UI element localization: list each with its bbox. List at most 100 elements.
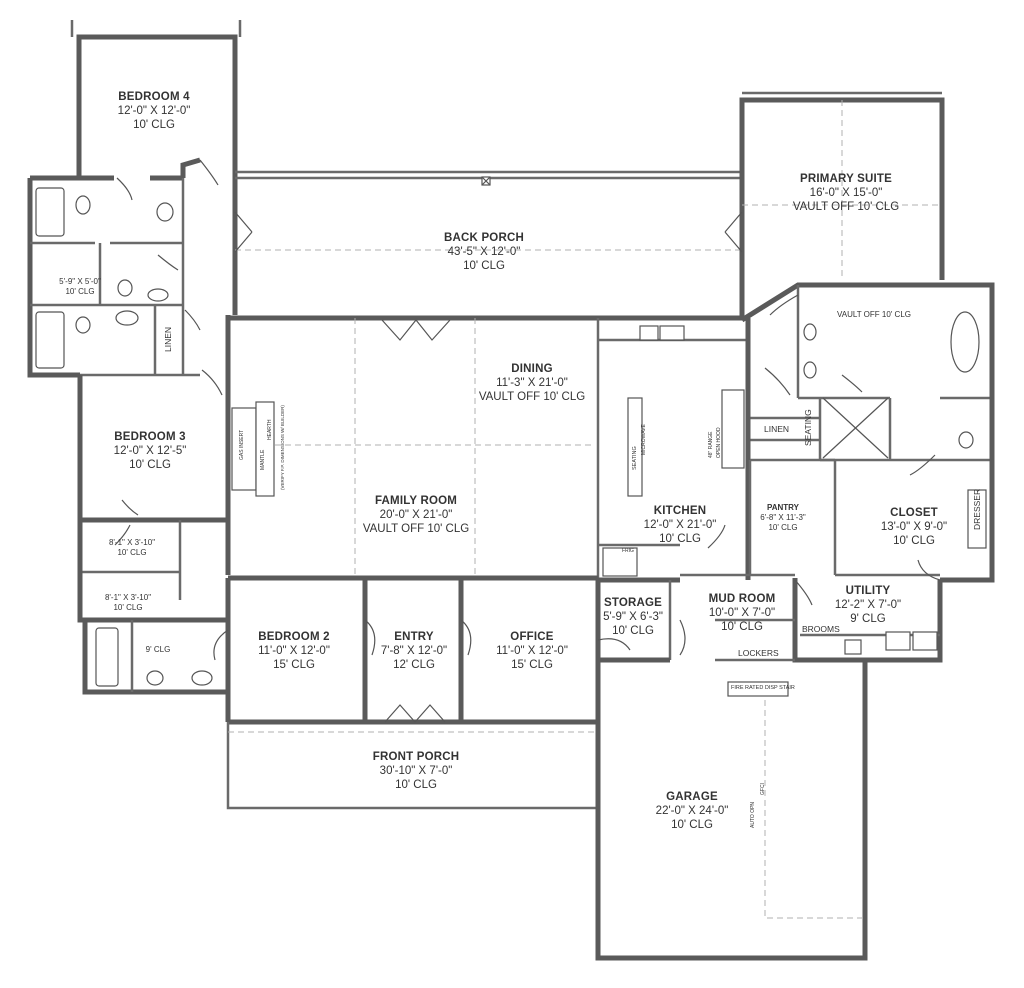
room-name: BEDROOM 2 (258, 631, 330, 643)
room-ceiling: 9' CLG (850, 613, 886, 625)
tag-dresser: DRESSER (972, 488, 982, 530)
room-ceiling: 10' CLG (463, 260, 505, 272)
room-ceiling: 10' CLG (395, 779, 437, 791)
room-ceiling: VAULT OFF 10' CLG (792, 201, 900, 213)
room-label-bedroom-4: BEDROOM 4 12'-0" X 12'-0" 10' CLG (118, 90, 191, 132)
room-name: GARAGE (666, 791, 718, 803)
room-dimensions: 12'-0" X 21'-0" (643, 519, 717, 531)
room-ceiling: 10' CLG (129, 459, 171, 471)
room-dimensions: 20'-0" X 21'-0" (379, 509, 453, 521)
main-living-walls (235, 318, 835, 580)
bath-ceiling: 10' CLG (113, 603, 143, 612)
front-wing-walls (225, 575, 601, 725)
tag-hearth-note: (VERIFY F.P. DIMENSIONS W/ BUILDER) (280, 405, 285, 490)
room-name: BEDROOM 4 (118, 91, 190, 103)
room-name: OFFICE (510, 631, 554, 643)
room-ceiling: 10' CLG (612, 625, 654, 637)
room-ceiling: 10' CLG (133, 119, 175, 131)
room-label-storage: STORAGE 5'-9" X 6'-3" 10' CLG (603, 596, 663, 638)
tag-microwave: MICROWAVE (641, 424, 647, 455)
tag-hood: OPEN HOOD (716, 427, 722, 458)
tag-brooms: BROOMS (802, 624, 840, 634)
label-vault-bath: VAULT OFF 10' CLG (837, 310, 911, 319)
left-bath-cluster-walls (27, 175, 200, 378)
tag-frig: FRIG (622, 548, 634, 554)
room-name: UTILITY (845, 585, 891, 597)
room-name: KITCHEN (653, 505, 707, 517)
room-ceiling: 10' CLG (671, 819, 713, 831)
room-label-bedroom-2: BEDROOM 2 11'-0" X 12'-0" 15' CLG (258, 630, 330, 672)
room-dimensions: 12'-0" X 12'-0" (117, 105, 191, 117)
room-label-utility: UTILITY 12'-2" X 7'-0" 9' CLG (835, 584, 901, 626)
bath-ceiling: 10' CLG (117, 548, 147, 557)
tag-gfci: GFCI (760, 783, 766, 795)
bedroom-4-walls (70, 20, 242, 181)
storage-mudroom-walls (598, 543, 680, 663)
room-label-back-porch: BACK PORCH 43'-5" X 12'-0" 10' CLG (444, 231, 524, 273)
room-label-family-room: FAMILY ROOM 20'-0" X 21'-0" VAULT OFF 10… (363, 494, 469, 536)
room-name: ENTRY (394, 631, 434, 643)
tag-range: 48" RANGE (708, 431, 714, 458)
room-label-kitchen: KITCHEN 12'-0" X 21'-0" 10' CLG (644, 504, 717, 546)
fireplace (231, 401, 275, 497)
room-dimensions: 12'-0" X 12'-5" (113, 445, 187, 457)
room-label-bedroom-3: BEDROOM 3 12'-0" X 12'-5" 10' CLG (114, 430, 187, 472)
room-name: MUD ROOM (708, 593, 776, 605)
label-pantry: PANTRY 6'-8" X 11'-3" 10' CLG (760, 503, 806, 533)
front-porch-walls (226, 722, 598, 810)
room-ceiling: VAULT OFF 10' CLG (478, 391, 586, 403)
room-label-entry: ENTRY 7'-8" X 12'-0" 12' CLG (381, 630, 447, 672)
room-label-mud-room: MUD ROOM 10'-0" X 7'-0" 10' CLG (709, 592, 776, 634)
primary-suite-walls (739, 91, 995, 462)
room-ceiling: 15' CLG (511, 659, 553, 671)
room-name: BEDROOM 3 (114, 431, 186, 443)
room-label-front-porch: FRONT PORCH 30'-10" X 7'-0" 10' CLG (373, 750, 460, 792)
tag-gas-insert: GAS INSERT (239, 429, 245, 460)
bath-ceiling: 10' CLG (65, 287, 95, 296)
room-dimensions: 16'-0" X 15'-0" (809, 187, 883, 199)
room-label-garage: GARAGE 22'-0" X 24'-0" 10' CLG (656, 790, 729, 832)
corridor-walls (77, 157, 238, 575)
label-bath-4: 5'-9" X 5'-0" 10' CLG (59, 277, 101, 297)
back-porch-walls (228, 170, 748, 321)
room-name: DINING (511, 363, 553, 375)
room-label-dining: DINING 11'-3" X 21'-0" VAULT OFF 10' CLG (479, 362, 585, 404)
door-swings (114, 159, 941, 723)
room-ceiling: 10' CLG (721, 621, 763, 633)
pantry-ceiling: 10' CLG (768, 523, 798, 532)
garage-walls (595, 662, 868, 961)
pantry-dimensions: 6'-8" X 11'-3" (760, 513, 806, 522)
room-dimensions: 30'-10" X 7'-0" (379, 765, 453, 777)
tag-lockers: LOCKERS (738, 648, 779, 658)
room-name: BACK PORCH (444, 232, 524, 244)
room-ceiling: VAULT OFF 10' CLG (362, 523, 470, 535)
closet-utility-walls (715, 395, 995, 663)
room-ceiling: 10' CLG (659, 533, 701, 545)
room-label-office: OFFICE 11'-0" X 12'-0" 15' CLG (496, 630, 568, 672)
room-dimensions: 13'-0" X 9'-0" (880, 521, 948, 533)
label-bath-2-ceiling: 9' CLG (145, 645, 171, 654)
tag-fire-rated-stair: FIRE RATED DISP STAIR (731, 685, 795, 691)
room-name: PRIMARY SUITE (799, 173, 893, 185)
room-name: FRONT PORCH (372, 751, 460, 763)
room-ceiling: 10' CLG (893, 535, 935, 547)
room-dimensions: 5'-9" X 6'-3" (603, 611, 663, 623)
room-ceiling: 12' CLG (393, 659, 435, 671)
tag-linen-right: LINEN (764, 424, 790, 434)
room-name: FAMILY ROOM (374, 495, 458, 507)
plumbing-fixtures (35, 187, 987, 687)
tag-hearth: HEARTH (267, 419, 273, 440)
room-label-closet: CLOSET 13'-0" X 9'-0" 10' CLG (881, 506, 947, 548)
tag-seating-right: SEATING (803, 409, 813, 446)
bath-dimensions: 8'-1" X 3'-10" (108, 538, 156, 547)
room-dimensions: 7'-8" X 12'-0" (380, 645, 448, 657)
pantry-name: PANTRY (767, 503, 799, 512)
room-name: CLOSET (890, 507, 938, 519)
room-dimensions: 10'-0" X 7'-0" (708, 607, 776, 619)
tag-seating-island: SEATING (632, 446, 638, 470)
tag-linen-left: LINEN (163, 326, 173, 352)
room-name: STORAGE (603, 597, 663, 609)
room-ceiling: 15' CLG (273, 659, 315, 671)
label-hall-bath-b: 8'-1" X 3'-10" 10' CLG (105, 593, 151, 613)
